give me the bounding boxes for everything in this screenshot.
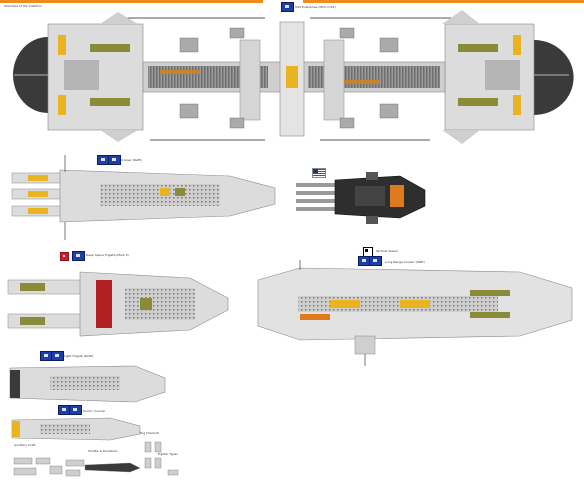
misc-caption: Shuttle & Runabout	[88, 449, 118, 453]
flag-icon	[108, 155, 121, 165]
header-accent-gap	[263, 0, 303, 3]
frigate-ship	[7, 271, 229, 337]
cruiser-ship	[11, 155, 276, 240]
flag-icon	[369, 256, 382, 266]
sheet-title: Starships of the Coalition	[4, 4, 42, 8]
ship-caption: Deep Space Frigate (Mark II)	[86, 253, 129, 257]
ship-caption: Light Frigate (Refit)	[64, 354, 93, 358]
station-ship	[13, 10, 574, 144]
ship-caption: Long-Range Cruiser (Refit)	[385, 260, 425, 264]
misc-caption: Auxiliary Craft	[14, 443, 36, 447]
scout-ship	[11, 417, 141, 441]
red-flag-icon	[60, 252, 69, 261]
flag-icon	[281, 2, 294, 12]
us-flag-icon	[312, 168, 326, 178]
auxiliary-craft	[13, 441, 179, 477]
flag-icon	[51, 351, 64, 361]
flag-icon	[72, 251, 85, 261]
ship-caption: Scout / Courier	[83, 409, 106, 413]
dark-frigate	[296, 172, 426, 224]
ship-caption: USS Enterprise (NCC-1701)	[295, 5, 336, 9]
ship-caption: Tactical Vessel	[376, 249, 398, 253]
misc-caption: Fighter Types	[158, 452, 178, 456]
tactical-vessel	[257, 260, 573, 366]
ship-caption: Cruiser (Refit)	[121, 158, 142, 162]
misc-caption: Tug (Variant)	[140, 431, 160, 435]
light-frigate	[9, 365, 166, 403]
flag-icon	[69, 405, 82, 415]
